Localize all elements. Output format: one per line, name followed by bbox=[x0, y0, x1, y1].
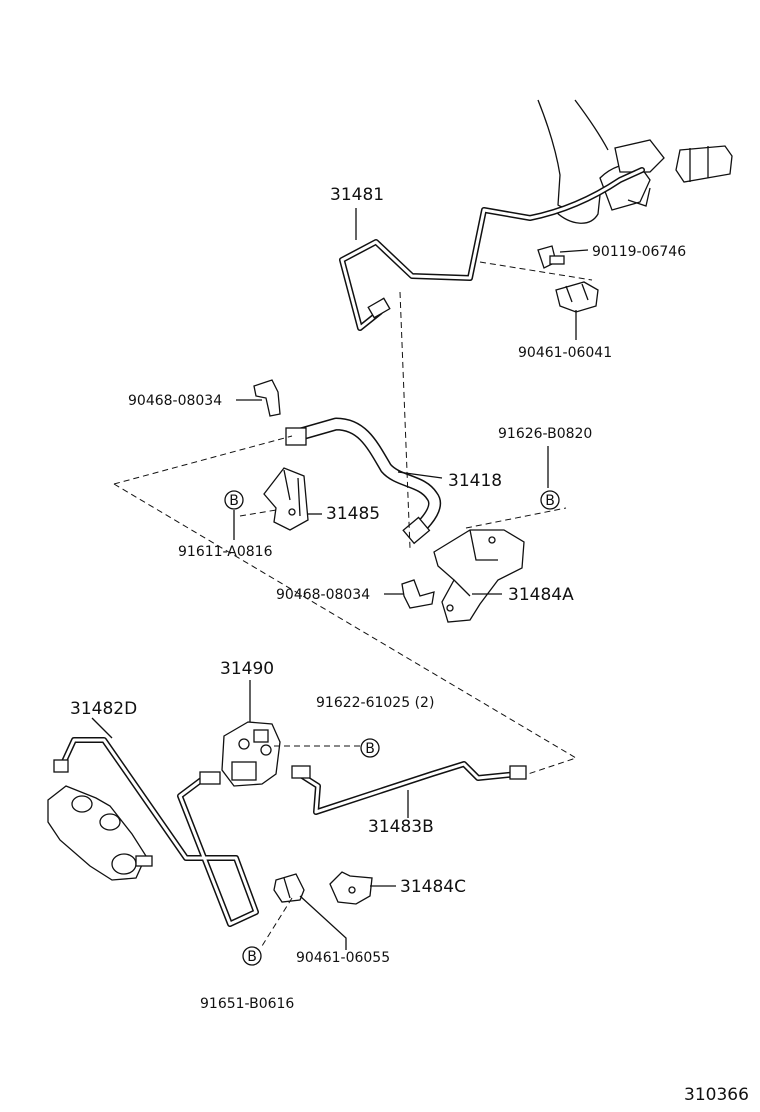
marker-b-text: B bbox=[247, 949, 257, 965]
label-91622-61025: 91622-61025 (2) bbox=[316, 695, 434, 711]
bracket-31484a bbox=[433, 529, 525, 623]
bracket-31485 bbox=[263, 467, 309, 531]
pipe-31482d bbox=[53, 737, 259, 927]
label-91611-a0816: 91611-A0816 bbox=[178, 544, 273, 560]
clip-90468-upper bbox=[253, 379, 281, 417]
label-90119-06746: 90119-06746 bbox=[592, 244, 686, 260]
master-cylinder bbox=[47, 785, 153, 881]
label-31482d: 31482D bbox=[70, 699, 137, 719]
clip-90468-lower bbox=[401, 579, 435, 609]
label-90461-06055: 90461-06055 bbox=[296, 950, 390, 966]
label-31484a: 31484A bbox=[508, 585, 574, 605]
label-90461-06041: 90461-06041 bbox=[518, 345, 612, 361]
label-90468-08034-upper: 90468-08034 bbox=[128, 393, 222, 409]
pipe-31483b bbox=[291, 761, 527, 815]
marker-b-text: B bbox=[365, 741, 375, 757]
marker-b-91622: B bbox=[360, 738, 380, 758]
label-91651-b0616: 91651-B0616 bbox=[200, 996, 294, 1012]
label-31483b: 31483B bbox=[368, 817, 434, 837]
label-31481: 31481 bbox=[330, 185, 384, 205]
label-91626-b0820: 91626-B0820 bbox=[498, 426, 592, 442]
bolt-90119 bbox=[537, 245, 565, 269]
hose-31418 bbox=[285, 417, 442, 545]
diagram-id: 310366 bbox=[684, 1085, 749, 1105]
dashed-lines bbox=[113, 261, 593, 947]
valve-31490 bbox=[221, 721, 281, 787]
clamp-90461-06055 bbox=[273, 873, 305, 903]
marker-b-text: B bbox=[545, 493, 555, 509]
bracket-31484c bbox=[329, 871, 373, 905]
leader-lines bbox=[91, 208, 589, 950]
label-31485: 31485 bbox=[326, 504, 380, 524]
marker-b-91611: B bbox=[224, 490, 244, 510]
pipe-31481 bbox=[339, 167, 645, 331]
marker-b-91651: B bbox=[242, 946, 262, 966]
label-31418: 31418 bbox=[448, 471, 502, 491]
transmission-housing bbox=[537, 99, 733, 224]
marker-b-91626: B bbox=[540, 490, 560, 510]
marker-b-text: B bbox=[229, 493, 239, 509]
clamp-90461-06041 bbox=[555, 281, 599, 313]
label-31484c: 31484C bbox=[400, 877, 466, 897]
label-31490: 31490 bbox=[220, 659, 274, 679]
label-90468-08034-lower: 90468-08034 bbox=[276, 587, 370, 603]
